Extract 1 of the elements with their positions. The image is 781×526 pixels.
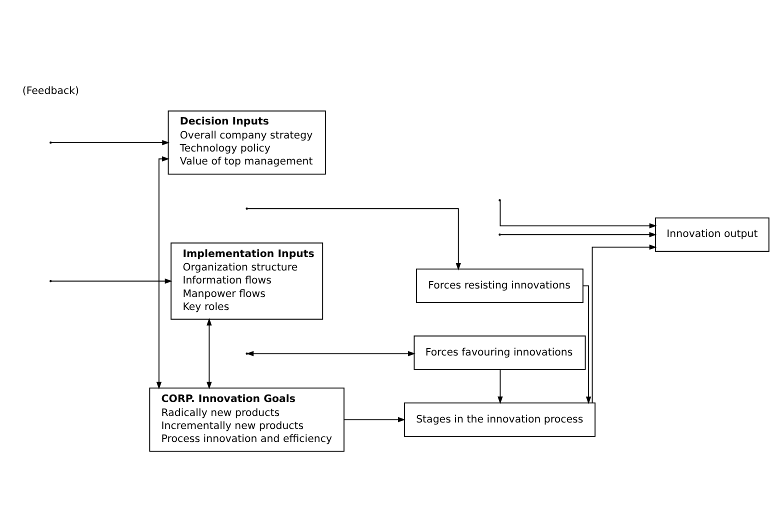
label: (Feedback) xyxy=(22,86,79,98)
